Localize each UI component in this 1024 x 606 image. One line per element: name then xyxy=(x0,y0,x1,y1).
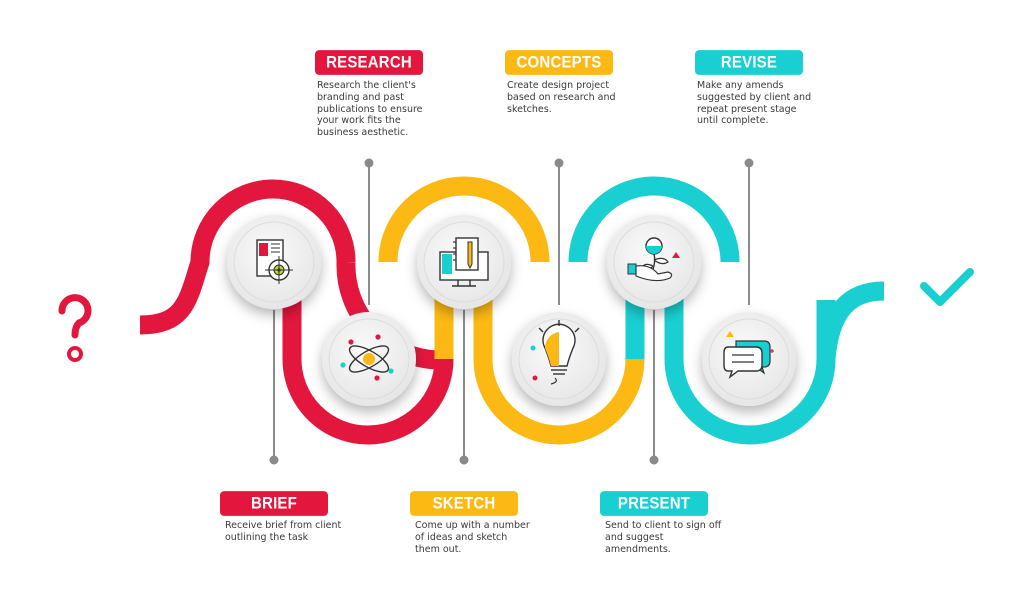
step-description-research: Research the client's branding and past … xyxy=(317,80,423,139)
ribbon-segment xyxy=(473,358,645,445)
step-label-research: RESEARCH xyxy=(315,50,423,75)
step-description-present: Send to client to sign off and suggest a… xyxy=(605,520,722,555)
connector-dot xyxy=(649,455,659,465)
step-circle-ring xyxy=(328,318,410,400)
step-circle-ring xyxy=(613,221,695,303)
notebook-monitor-icon xyxy=(439,237,489,287)
step-label-revise: REVISE xyxy=(695,50,803,75)
connector-dot xyxy=(269,455,279,465)
step-circle-ring xyxy=(518,318,600,400)
check-mark-icon xyxy=(920,268,974,306)
step-description-revise: Make any amends suggested by client and … xyxy=(697,80,812,127)
connector-dot xyxy=(554,158,564,168)
step-label-present: PRESENT xyxy=(600,491,708,516)
step-label-brief: BRIEF xyxy=(220,491,328,516)
step-label-sketch: SKETCH xyxy=(410,491,518,516)
step-circle-ring xyxy=(708,318,790,400)
target-document-icon xyxy=(256,239,293,284)
step-circle-ring xyxy=(233,221,315,303)
question-mark-icon xyxy=(58,294,92,362)
ribbon-segment xyxy=(664,281,885,445)
step-description-sketch: Come up with a number of ideas and sketc… xyxy=(415,520,530,555)
ribbon-segment xyxy=(139,179,356,335)
lightbulb-icon xyxy=(530,320,580,385)
step-label-concepts: CONCEPTS xyxy=(505,50,613,75)
step-circle-ring xyxy=(423,221,505,303)
chat-bubbles-icon xyxy=(723,331,774,379)
connector-dot xyxy=(744,158,754,168)
connector-dot xyxy=(459,455,469,465)
ribbon-segment xyxy=(568,176,740,263)
ribbon-segment xyxy=(282,358,454,445)
connector-lines xyxy=(269,158,754,465)
step-description-concepts: Create design project based on research … xyxy=(507,80,616,115)
step-circles xyxy=(227,215,796,406)
ribbon-segment xyxy=(378,176,550,263)
hand-plant-icon xyxy=(627,237,680,282)
atom-icon xyxy=(340,334,394,381)
step-description-brief: Receive brief from client outlining the … xyxy=(225,520,342,543)
connector-dot xyxy=(364,158,374,168)
